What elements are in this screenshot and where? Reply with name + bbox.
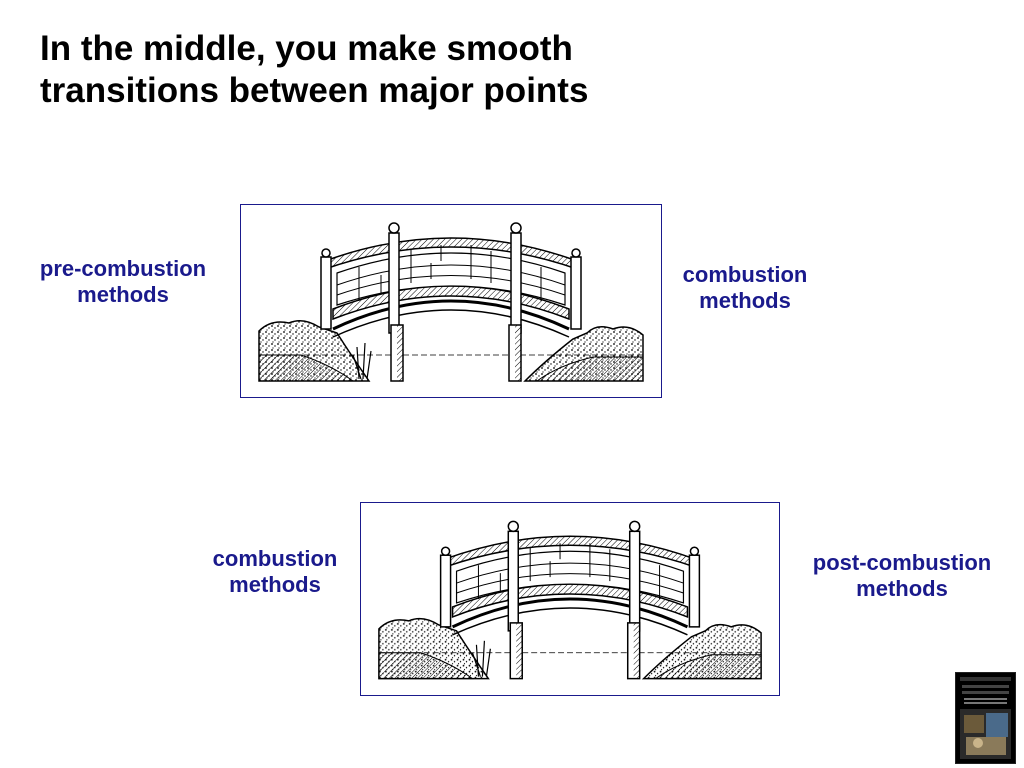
bridge-icon xyxy=(377,519,763,681)
book-cover-thumbnail xyxy=(955,672,1016,764)
bridge1-right-label: combustion methods xyxy=(682,262,808,313)
book-cover-icon xyxy=(956,673,1015,763)
bridge-image-top xyxy=(240,204,662,398)
bridge2-right-label: post-combustion methods xyxy=(812,550,992,601)
bridge2-left-label: combustion methods xyxy=(212,546,338,597)
slide-title-line-1: In the middle, you make smooth xyxy=(40,29,573,68)
slide-title-line-2: transitions between major points xyxy=(40,71,589,110)
bridge-icon xyxy=(257,221,645,383)
slide-title: In the middle, you make smooth transitio… xyxy=(40,28,760,112)
bridge-image-bottom xyxy=(360,502,780,696)
bridge1-left-label: pre-combustion methods xyxy=(39,256,207,307)
